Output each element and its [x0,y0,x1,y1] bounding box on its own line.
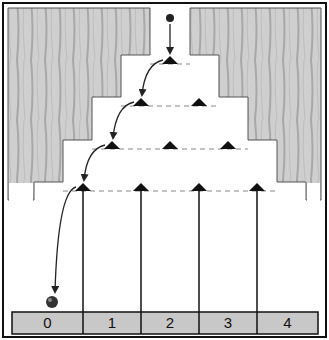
bin-number: 2 [141,313,199,333]
bin-number: 0 [12,313,83,333]
bin-number: 1 [83,313,141,333]
bin-number: 4 [257,313,318,333]
bin-number: 3 [199,313,257,333]
